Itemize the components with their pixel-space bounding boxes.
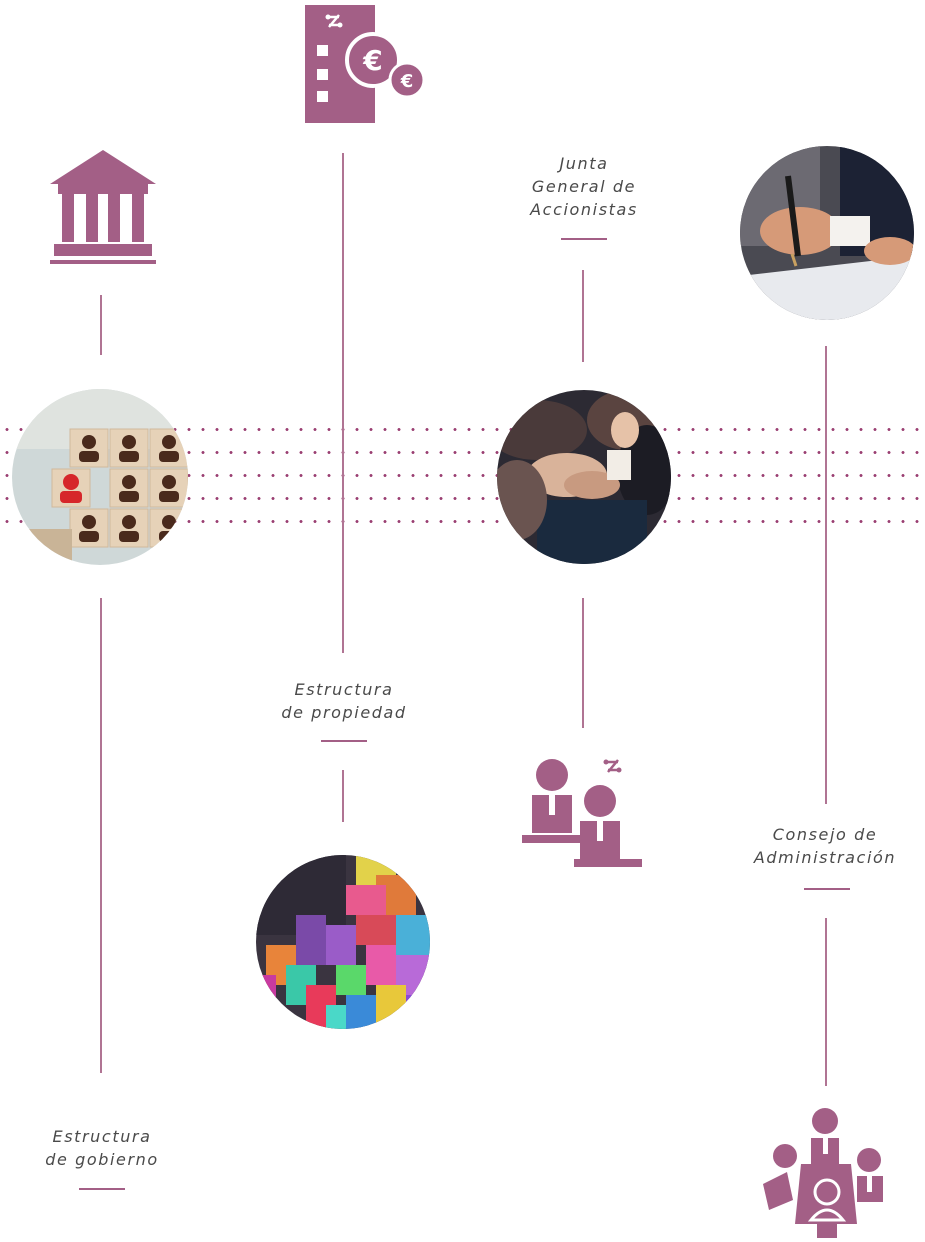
people-blocks-photo	[12, 389, 188, 565]
board-table-icon	[757, 1108, 887, 1242]
signing-document-photo	[740, 146, 914, 320]
meeting-people-icon	[522, 757, 644, 873]
svg-text:€: €	[362, 44, 382, 77]
label-line: de propiedad	[281, 703, 407, 722]
connector-line	[825, 346, 827, 804]
label-underline	[804, 888, 850, 890]
label-underline	[79, 1188, 125, 1190]
institution-icon	[50, 150, 156, 272]
connector-line	[100, 598, 102, 1073]
label-line: de gobierno	[45, 1150, 159, 1169]
label-line: Consejo de	[772, 825, 878, 844]
svg-text:€: €	[400, 71, 414, 92]
connector-line	[342, 770, 344, 822]
label-line: Junta	[559, 154, 609, 173]
dotted-line	[0, 474, 925, 477]
label-consejo-administracion: Consejo de Administración	[725, 823, 925, 869]
puzzle-blocks-photo	[256, 855, 430, 1029]
label-estructura-gobierno: Estructura de gobierno	[0, 1125, 204, 1171]
connector-line	[582, 270, 584, 362]
connector-line	[342, 153, 344, 653]
building-euro-icon: € €	[305, 5, 427, 127]
label-estructura-propiedad: Estructura de propiedad	[252, 678, 436, 724]
dotted-line	[0, 451, 925, 454]
label-line: Estructura	[294, 680, 394, 699]
label-line: Administración	[753, 848, 897, 867]
label-underline	[321, 740, 367, 742]
audience-applause-photo	[497, 390, 671, 564]
label-junta-general: Junta General de Accionistas	[492, 152, 676, 221]
label-line: Estructura	[52, 1127, 152, 1146]
dotted-line	[0, 520, 925, 523]
dotted-line	[0, 428, 925, 431]
connector-line	[582, 598, 584, 728]
dotted-line	[0, 497, 925, 500]
connector-line	[825, 918, 827, 1086]
label-line: General de	[531, 177, 637, 196]
connector-line	[100, 295, 102, 355]
label-line: Accionistas	[530, 200, 638, 219]
label-underline	[561, 238, 607, 240]
